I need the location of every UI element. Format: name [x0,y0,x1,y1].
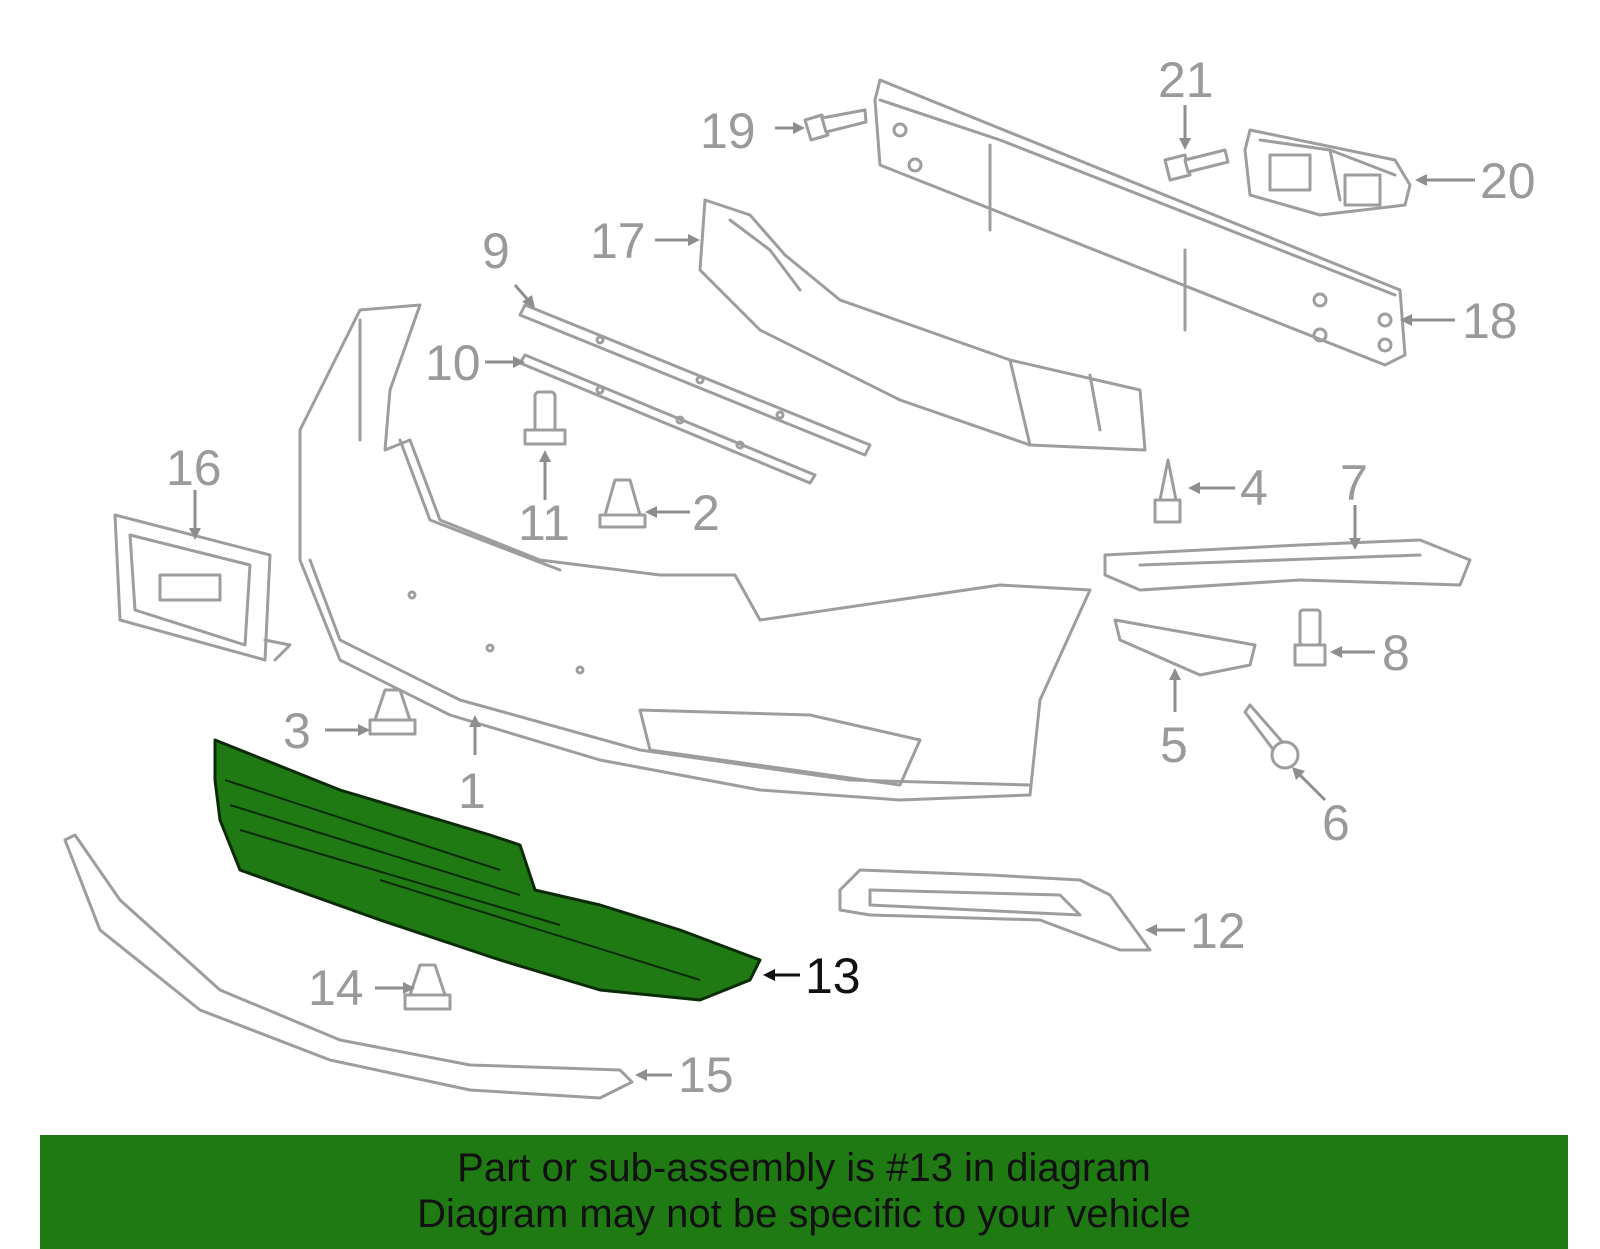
callout-4: 4 [1240,460,1268,516]
part-9-strip [518,303,872,457]
part-4-bolt [1153,458,1182,524]
part-19-bolt [803,108,868,142]
part-2-clip [598,478,647,529]
part-6-screw [1243,703,1300,770]
callout-14: 14 [308,960,364,1016]
part-17-absorber [698,198,1147,452]
info-banner: Part or sub-assembly is #13 in diagram D… [40,1135,1568,1249]
part-5-bracket [1113,618,1257,677]
callout-21: 21 [1158,52,1214,108]
callout-2: 2 [692,485,720,541]
callout-5: 5 [1160,717,1188,773]
callout-17: 17 [590,213,646,269]
part-3-clip [368,688,417,736]
part-21-bolt [1163,148,1230,182]
callout-6: 6 [1322,795,1350,851]
part-1-bumper-cover [298,303,1092,802]
part-20-bracket [1243,128,1412,217]
callout-7: 7 [1340,455,1368,511]
callout-1: 1 [458,763,486,819]
part-13-lower-grille [213,738,762,1002]
callout-11: 11 [518,495,570,551]
callout-8: 8 [1382,625,1410,681]
callout-3: 3 [283,703,311,759]
callout-15: 15 [678,1047,734,1103]
banner-line-part-number: Part or sub-assembly is #13 in diagram [457,1146,1151,1190]
part-18-reinforcement-beam [873,78,1407,367]
callout-12: 12 [1190,903,1246,959]
callout-labels: 1 2 3 4 5 6 7 8 9 10 11 12 13 14 15 16 1… [166,52,1536,1103]
part-15-molding [63,833,634,1100]
callout-18: 18 [1462,293,1518,349]
callout-13: 13 [805,948,861,1004]
banner-line-disclaimer: Diagram may not be specific to your vehi… [417,1192,1191,1236]
part-12-fog-cover [838,868,1152,952]
part-14-clip [403,963,452,1011]
callout-16: 16 [166,440,222,496]
leader-arrows [189,105,1475,1081]
callout-9: 9 [482,223,510,279]
part-7-side-bracket [1103,538,1472,592]
part-16-license-bracket [113,513,292,662]
callout-19: 19 [700,103,756,159]
callout-20: 20 [1480,153,1536,209]
part-8-bolt [1293,608,1327,667]
callout-10: 10 [425,335,481,391]
parts-diagram: 1 2 3 4 5 6 7 8 9 10 11 12 13 14 15 16 1… [63,52,1536,1103]
part-11-clip [523,390,567,446]
